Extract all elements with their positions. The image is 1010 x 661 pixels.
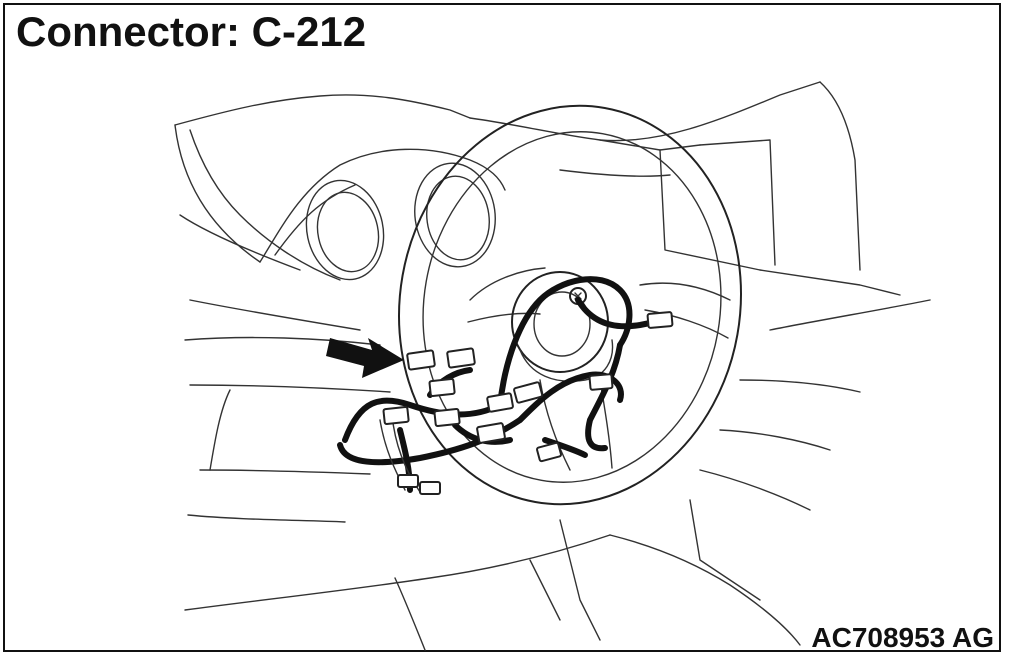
connector bbox=[433, 407, 461, 428]
figure-frame bbox=[3, 3, 1001, 652]
connector bbox=[446, 347, 476, 369]
connector bbox=[513, 381, 544, 404]
connector-group bbox=[382, 311, 674, 495]
wiring-harness bbox=[337, 276, 658, 493]
connector bbox=[646, 311, 674, 329]
connector bbox=[397, 474, 419, 488]
figure-code: AC708953 AG bbox=[811, 622, 994, 653]
connector bbox=[486, 392, 514, 413]
connector bbox=[588, 373, 614, 391]
connector bbox=[536, 441, 562, 463]
page-title: Connector: C-212 bbox=[16, 8, 367, 55]
dashboard-outline bbox=[174, 81, 931, 651]
steering-wheel bbox=[398, 104, 742, 506]
connector-c-212 bbox=[406, 349, 436, 371]
connector bbox=[382, 405, 410, 426]
connector bbox=[419, 481, 441, 495]
pointer-arrow bbox=[326, 338, 404, 378]
connector bbox=[476, 422, 506, 444]
connector bbox=[428, 377, 456, 398]
